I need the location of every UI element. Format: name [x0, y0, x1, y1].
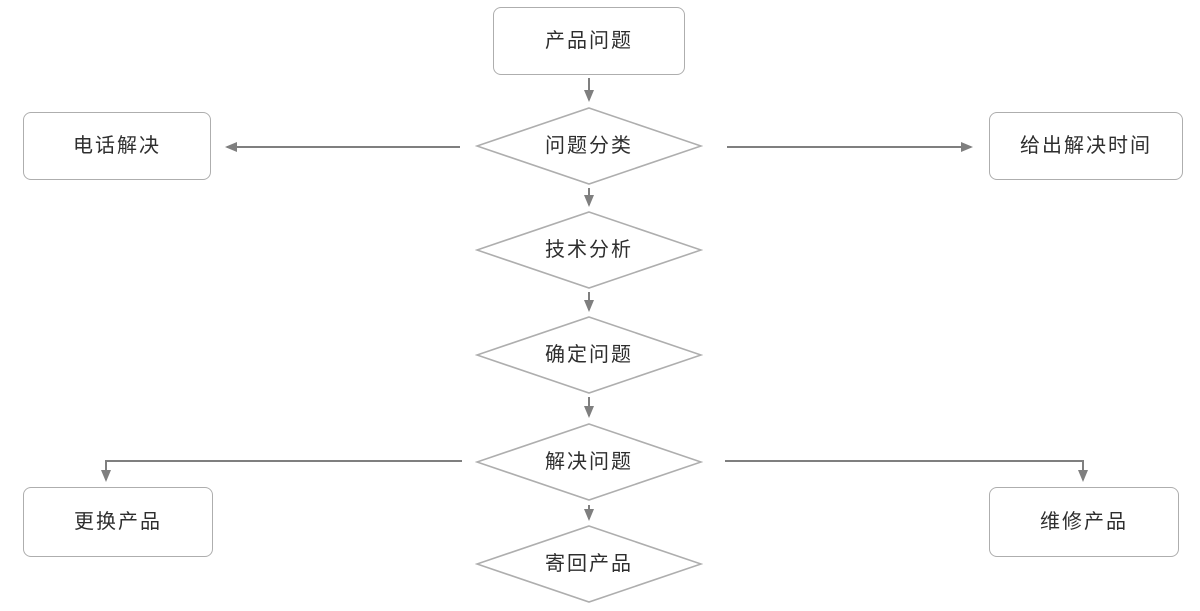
node-classify: 问题分类 [475, 107, 703, 185]
node-repair-product: 维修产品 [989, 487, 1179, 557]
node-tech-analysis-label: 技术分析 [545, 239, 633, 261]
node-solve-issue: 解决问题 [475, 423, 703, 501]
node-repair-product-label: 维修产品 [1040, 511, 1128, 533]
diamond-shape [475, 423, 703, 501]
connector-solve-to-repair [725, 460, 1088, 482]
node-return-product: 寄回产品 [475, 525, 703, 603]
node-replace-product-label: 更换产品 [74, 511, 162, 533]
diamond-shape [475, 316, 703, 394]
node-return-product-label: 寄回产品 [545, 553, 633, 575]
diamond-shape [475, 107, 703, 185]
diamond-shape [475, 525, 703, 603]
node-product-issue: 产品问题 [493, 7, 685, 75]
connector-solve-to-replace [101, 460, 462, 482]
node-classify-label: 问题分类 [545, 135, 633, 157]
node-phone-resolve: 电话解决 [23, 112, 211, 180]
node-confirm-issue: 确定问题 [475, 316, 703, 394]
node-give-time-label: 给出解决时间 [1020, 135, 1152, 157]
node-tech-analysis: 技术分析 [475, 211, 703, 289]
node-phone-resolve-label: 电话解决 [73, 135, 161, 157]
node-replace-product: 更换产品 [23, 487, 213, 557]
node-confirm-issue-label: 确定问题 [545, 344, 633, 366]
node-solve-issue-label: 解决问题 [545, 451, 633, 473]
diamond-shape [475, 211, 703, 289]
node-give-time: 给出解决时间 [989, 112, 1183, 180]
node-product-issue-label: 产品问题 [545, 30, 633, 52]
